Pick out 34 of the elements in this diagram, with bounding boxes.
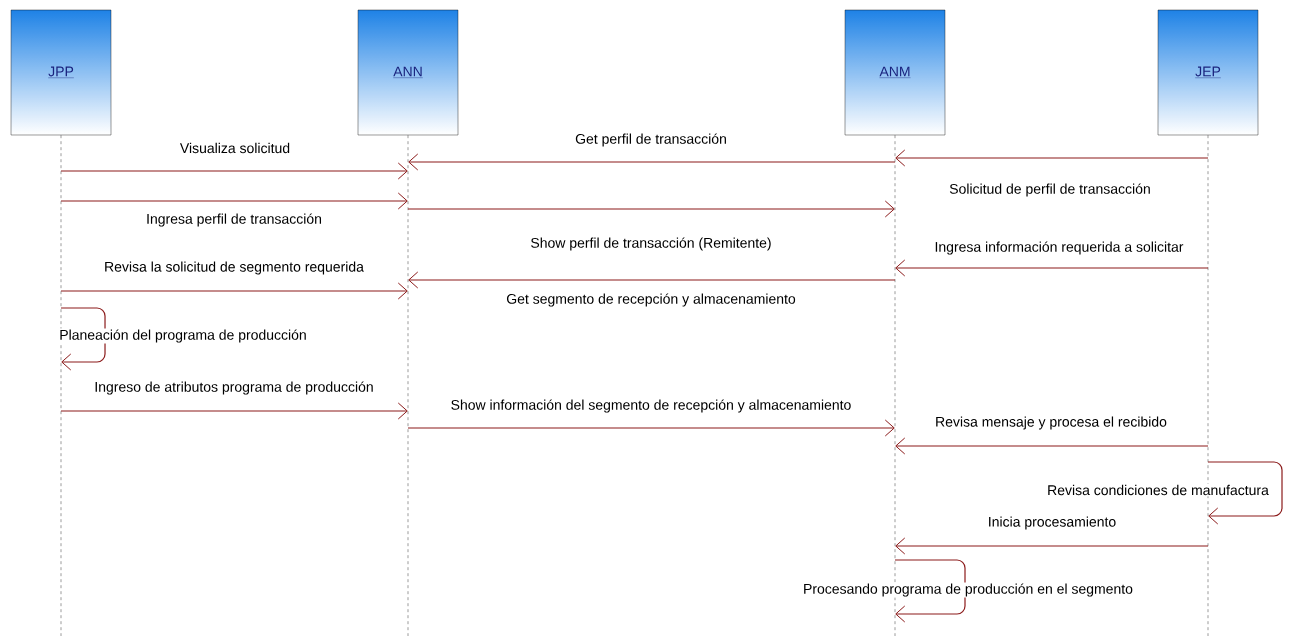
edge-label: Show perfil de transacción (Remitente) bbox=[529, 236, 773, 252]
message-arrow bbox=[60, 307, 106, 371]
message-arrow bbox=[895, 437, 1209, 455]
edge-label: Visualiza solicitud bbox=[178, 141, 292, 155]
edge-label: Revisa condiciones de manufactura bbox=[1046, 483, 1270, 497]
message-arrow bbox=[895, 259, 1209, 277]
edge-label: Ingresa perfil de transacción bbox=[145, 212, 323, 228]
message-arrow bbox=[60, 402, 408, 420]
message-arrow bbox=[408, 271, 896, 289]
edge-label: Get segmento de recepción y almacenamiento bbox=[505, 292, 797, 308]
edge-label: Procesando programa de producción en el segmento bbox=[802, 582, 1134, 598]
edge-label: Planeación del programa de producción bbox=[58, 328, 308, 344]
edge-label: Revisa la solicitud de segmento requerida bbox=[103, 260, 365, 276]
lifeline-head-box: JEP bbox=[1157, 9, 1259, 136]
lifeline-head-box: ANM bbox=[844, 9, 946, 136]
edge-label: Show información del segmento de recepción y almacenamiento bbox=[449, 398, 853, 414]
edge-label: Ingresa información requerida a solicitar bbox=[933, 240, 1185, 256]
message-arrow bbox=[407, 200, 895, 218]
message-arrow bbox=[895, 537, 1209, 555]
message-arrow bbox=[407, 419, 895, 437]
edge-label: Inicia procesamiento bbox=[986, 515, 1118, 531]
message-arrow bbox=[60, 282, 408, 300]
lifeline-head-box: ANN bbox=[357, 9, 459, 136]
edge-label: Revisa mensaje y procesa el recibido bbox=[934, 415, 1168, 431]
message-arrow bbox=[1207, 461, 1283, 525]
message-arrow bbox=[894, 559, 966, 623]
edge-label: Get perfil de transacción bbox=[574, 132, 728, 148]
edge-label: Solicitud de perfil de transacción bbox=[948, 182, 1152, 198]
lifeline-head-box: JPP bbox=[10, 9, 112, 136]
message-arrow bbox=[408, 153, 896, 171]
message-arrow bbox=[60, 192, 408, 210]
message-arrow bbox=[895, 149, 1209, 167]
edge-label: Ingreso de atributos programa de producción bbox=[93, 380, 375, 396]
message-arrow bbox=[60, 162, 408, 180]
